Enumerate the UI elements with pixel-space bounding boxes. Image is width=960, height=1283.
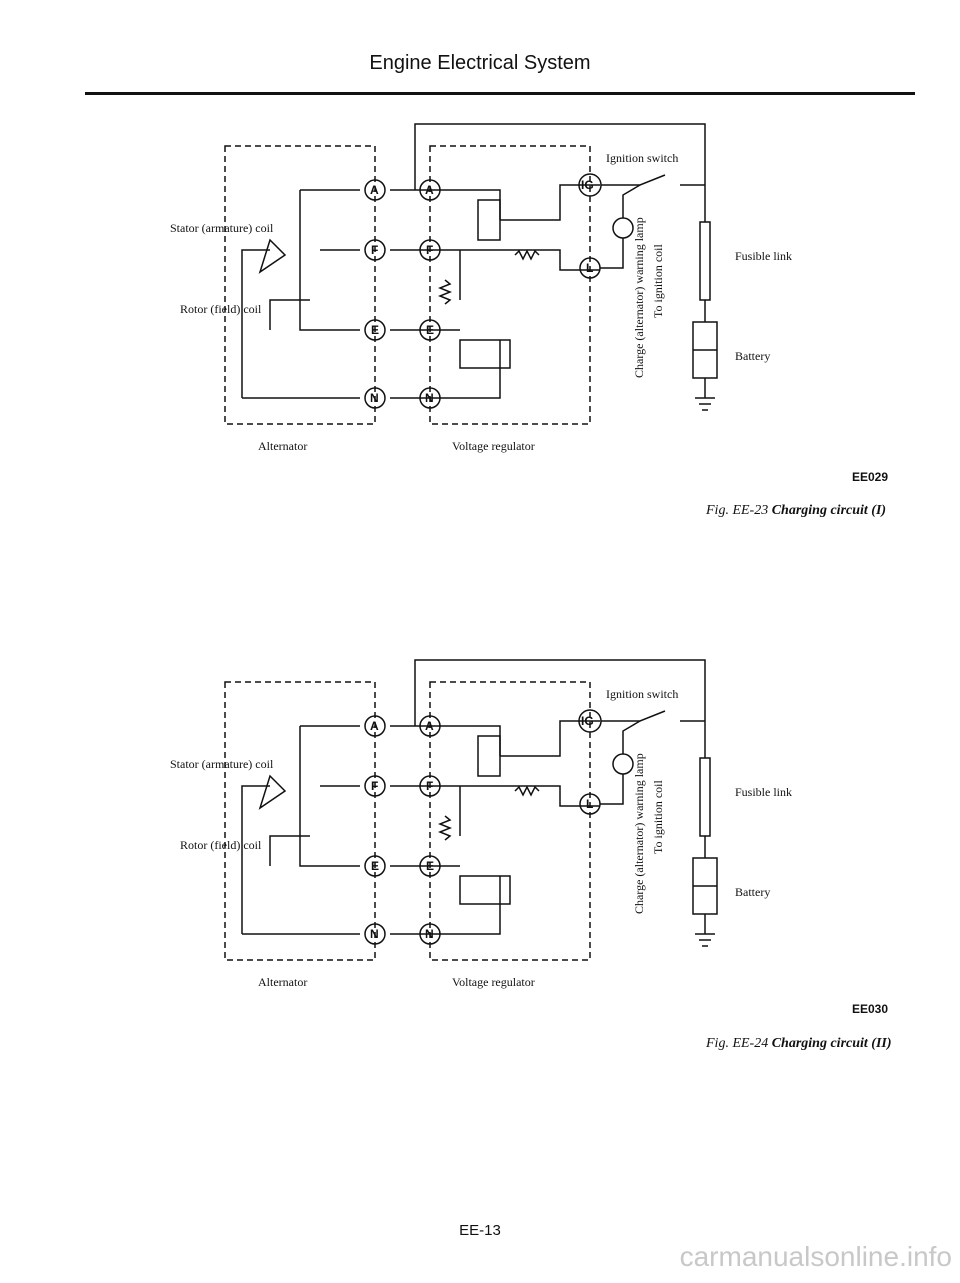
fig1-caption: Fig. EE-23 Charging circuit (I): [706, 503, 886, 519]
fig1-terminal-a-left: A: [370, 183, 379, 197]
fig2-terminal-n-left: N: [370, 927, 379, 941]
fig1-terminal-ig: IG: [581, 178, 594, 192]
fig1-terminal-f-left: F: [371, 243, 378, 257]
fig2-terminal-l: L: [586, 797, 593, 811]
fig1-terminal-n-right: N: [425, 391, 434, 405]
fig2-ignition-label: Ignition switch: [606, 687, 678, 701]
fig1-caption-text: Charging circuit (I): [771, 503, 887, 518]
fig2-terminal-n-right: N: [425, 927, 434, 941]
fig1-terminal-a-right: A: [425, 183, 434, 197]
fig1-terminal-e-right: E: [426, 323, 434, 337]
fig2-terminal-a-left: A: [370, 719, 379, 733]
fig2-terminal-e-left: E: [371, 859, 379, 873]
page-header: Engine Electrical System: [369, 52, 591, 74]
fig1-terminal-labels: A A F F E E N N IG L: [370, 178, 594, 405]
fig2-labels: Stator (armature) coil Rotor (field) coi…: [170, 687, 792, 989]
fig1-regulator-label: Voltage regulator: [452, 439, 535, 453]
fig1-code: EE029: [852, 470, 889, 484]
fig2-terminal-labels: A A F F E E N N IG L: [370, 714, 594, 941]
fig2-terminal-f-left: F: [371, 779, 378, 793]
fig1-coil-label: To ignition coil: [651, 244, 665, 318]
fig1-terminal-e-left: E: [371, 323, 379, 337]
fig2-stator-label: Stator (armature) coil: [170, 757, 274, 771]
fig1-terminal-n-left: N: [370, 391, 379, 405]
fig2-caption: Fig. EE-24 Charging circuit (II): [706, 1036, 892, 1052]
page-number: EE-13: [459, 1222, 501, 1239]
fig1-rotor-label: Rotor (field) coil: [180, 302, 262, 316]
fig2-terminal-a-right: A: [425, 719, 434, 733]
fig1-fusible-label: Fusible link: [735, 249, 792, 263]
fig2-battery-label: Battery: [735, 885, 770, 899]
fig1-lamp-label: Charge (alternator) warning lamp: [632, 217, 646, 378]
fig1-battery-label: Battery: [735, 349, 770, 363]
fig1-terminal-f-right: F: [426, 243, 433, 257]
fig2-caption-text: Charging circuit (II): [771, 1036, 892, 1051]
fig1-caption-num: Fig. EE-23: [706, 503, 769, 518]
header-rule: [85, 92, 915, 95]
fig2-regulator-label: Voltage regulator: [452, 975, 535, 989]
fig2-alternator-label: Alternator: [258, 975, 307, 989]
fig2-terminal-e-right: E: [426, 859, 434, 873]
fig1-terminal-l: L: [586, 261, 593, 275]
fig1-labels: Stator (armature) coil Rotor (field) coi…: [170, 151, 792, 453]
fig2-terminal-f-right: F: [426, 779, 433, 793]
fig2-code: EE030: [852, 1002, 889, 1016]
fig1-alternator-label: Alternator: [258, 439, 307, 453]
fig1-ignition-label: Ignition switch: [606, 151, 678, 165]
fig2-rotor-label: Rotor (field) coil: [180, 838, 262, 852]
fig2-terminal-ig: IG: [581, 714, 594, 728]
fig2-lamp-label: Charge (alternator) warning lamp: [632, 753, 646, 914]
fig2-coil-label: To ignition coil: [651, 780, 665, 854]
fig2-fusible-label: Fusible link: [735, 785, 792, 799]
watermark: carmanualsonline.info: [679, 1241, 952, 1272]
fig1-stator-label: Stator (armature) coil: [170, 221, 274, 235]
fig2-caption-num: Fig. EE-24: [706, 1036, 769, 1051]
